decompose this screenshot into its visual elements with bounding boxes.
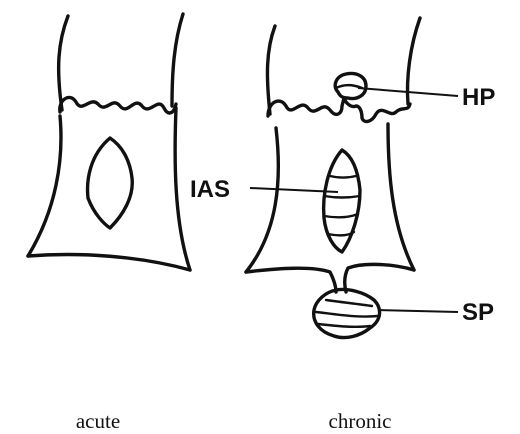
ias-stripe-1 — [330, 176, 356, 178]
chronic-caption: chronic — [329, 409, 392, 433]
acute-panel — [28, 14, 190, 270]
sp-leader-line — [378, 310, 458, 312]
sentinel-pile-stripe-3 — [318, 324, 370, 327]
acute-upper-left-wall — [59, 16, 68, 110]
sentinel-pile-stripe-2 — [316, 312, 378, 317]
chronic-bottom-edge-right — [345, 264, 414, 292]
chronic-lower-left-wall — [246, 128, 278, 272]
hp-label: HP — [462, 84, 495, 111]
acute-fissure-lesion — [88, 138, 133, 228]
acute-lower-right-wall — [175, 108, 190, 270]
acute-bottom-edge — [28, 255, 190, 270]
acute-caption: acute — [76, 409, 120, 433]
chronic-lower-right-wall — [388, 124, 414, 270]
chronic-panel — [246, 18, 420, 338]
chronic-dentate-line — [268, 98, 410, 121]
acute-upper-right-wall — [172, 14, 183, 106]
ias-stripe-2 — [324, 196, 360, 198]
sentinel-pile-stripe-1 — [326, 300, 372, 306]
ias-stripe-4 — [328, 232, 354, 235]
acute-lower-left-wall — [28, 116, 61, 256]
ias-stripe-3 — [324, 214, 358, 217]
acute-dentate-line — [60, 97, 176, 112]
ias-label: IAS — [190, 176, 230, 203]
chronic-upper-right-wall — [408, 18, 421, 104]
chronic-bottom-edge — [246, 268, 336, 292]
sp-label: SP — [462, 299, 494, 326]
ias-fissure-lesion — [324, 150, 360, 252]
